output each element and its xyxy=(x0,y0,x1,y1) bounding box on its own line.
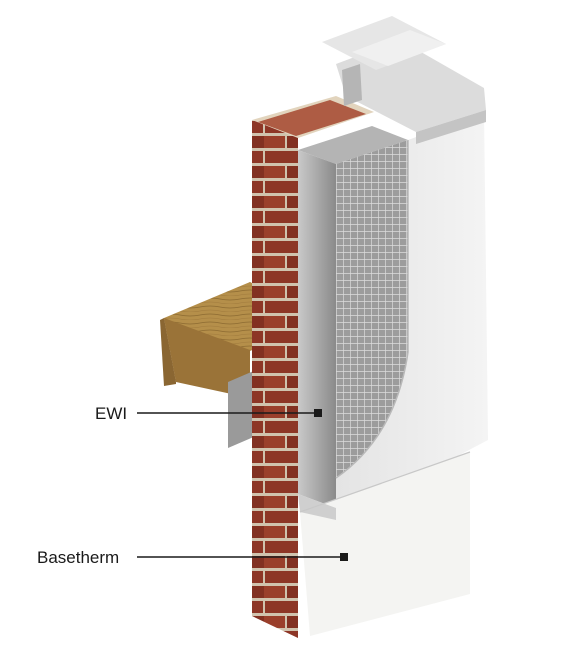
basetherm-top-line xyxy=(299,451,471,513)
insulation-top xyxy=(298,126,408,164)
render-face xyxy=(336,112,488,520)
callout-ewi: EWI xyxy=(95,404,322,423)
floor-underside-shadow xyxy=(228,370,256,448)
brick-wall-face xyxy=(252,120,298,638)
ewi-insulation xyxy=(298,126,408,508)
brick-wall-top-bricks xyxy=(258,100,366,136)
render-edge xyxy=(335,140,409,479)
mesh-reinforcement xyxy=(336,140,408,478)
coping-bracket xyxy=(342,64,362,106)
timber-floor xyxy=(160,282,262,448)
coping-front xyxy=(416,110,486,144)
timber-floor-front xyxy=(160,318,176,386)
render-finish xyxy=(335,112,488,520)
insulation-face xyxy=(298,150,336,508)
basetherm-edge xyxy=(298,494,336,520)
ewi-label: EWI xyxy=(95,404,127,423)
timber-floor-side xyxy=(164,318,250,398)
coping-stone xyxy=(322,16,486,144)
basetherm-label: Basetherm xyxy=(37,548,119,567)
coping-top-ridge xyxy=(352,30,446,66)
ewi-leader-marker xyxy=(314,409,322,417)
brick-wall xyxy=(252,96,374,638)
callout-basetherm: Basetherm xyxy=(37,548,348,567)
brick-wall-shade xyxy=(252,120,298,638)
basetherm-board xyxy=(298,451,471,636)
basetherm-leader-marker xyxy=(340,553,348,561)
basetherm-face xyxy=(300,452,470,636)
